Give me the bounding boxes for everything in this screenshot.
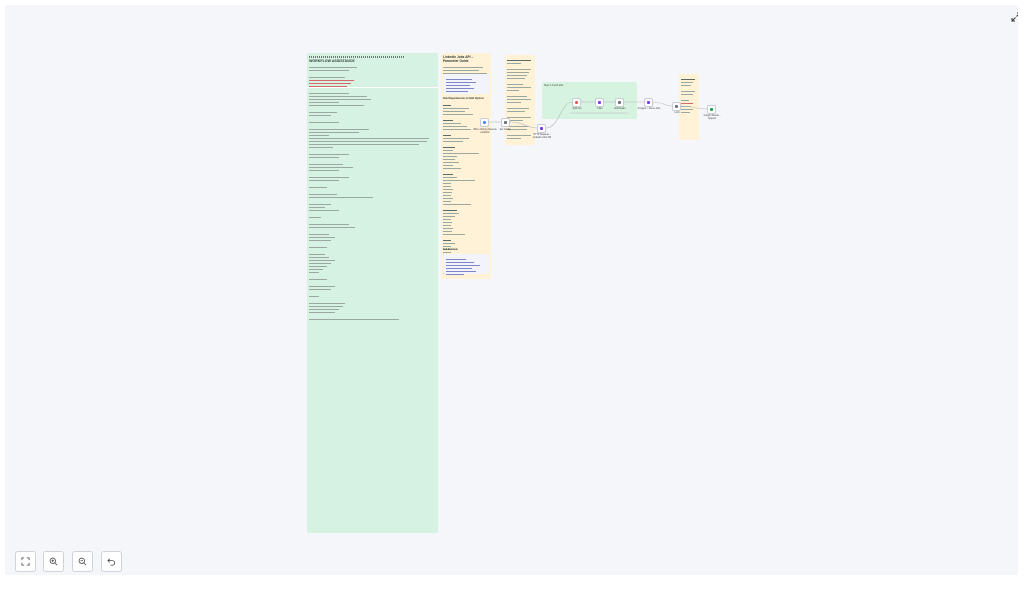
note-divider <box>307 87 438 88</box>
params-code-block <box>443 74 489 94</box>
sheets-icon <box>710 108 713 111</box>
note-text-block <box>309 65 369 89</box>
zoom-out-icon <box>78 557 87 566</box>
note-header-banner <box>309 56 404 58</box>
params-example-code <box>443 254 489 275</box>
trigger-icon <box>483 121 486 124</box>
note-body-text <box>309 91 434 322</box>
expand-icon[interactable] <box>1011 12 1018 22</box>
node-manual-trigger[interactable] <box>480 118 489 127</box>
zoom-out-button[interactable] <box>72 551 93 572</box>
node-http-request[interactable] <box>537 124 546 133</box>
limit-icon <box>675 105 678 108</box>
node-set-config[interactable] <box>501 118 510 127</box>
workflow-canvas[interactable]: WORKFLOW ASSISTANCE <box>5 5 1018 575</box>
node-label: HTTP Request – LinkedIn Jobs API <box>532 134 552 139</box>
node-label: Split Out <box>572 108 582 110</box>
params-example-heading: Full Example <box>443 248 458 251</box>
node-ai-agent[interactable] <box>644 98 653 107</box>
filter-icon <box>598 101 601 104</box>
node-filter[interactable] <box>595 98 604 107</box>
note-step-3[interactable] <box>679 74 699 140</box>
pencil-icon <box>504 121 507 124</box>
node-limit[interactable] <box>672 102 681 111</box>
fit-view-button[interactable] <box>15 551 36 572</box>
node-label: When clicking 'Execute workflow' <box>473 129 497 134</box>
undo-icon <box>107 558 116 566</box>
node-split-out[interactable] <box>572 98 581 107</box>
zoom-in-icon <box>49 557 58 566</box>
group-label: Step 2: Fetch jobs <box>544 84 564 87</box>
step3-text <box>681 77 695 115</box>
params-title: LinkedIn Jobs API – Parameter Guide <box>443 55 474 63</box>
note-title: WORKFLOW ASSISTANCE <box>309 59 355 63</box>
note-workflow-assistance[interactable]: WORKFLOW ASSISTANCE <box>307 53 438 533</box>
params-section-heading: Field Dependencies & Valid Options <box>443 97 484 100</box>
globe-icon <box>540 127 543 130</box>
split-icon <box>575 101 578 104</box>
node-label: Google Sheets – Append <box>703 115 721 120</box>
note-parameter-guide[interactable]: LinkedIn Jobs API – Parameter Guide Fiel… <box>441 53 491 279</box>
fit-view-icon <box>21 557 30 566</box>
node-label: AI Agent – Score Jobs <box>637 108 661 110</box>
edit-icon <box>618 101 621 104</box>
node-label: Edit Fields <box>614 108 626 110</box>
robot-icon <box>647 101 650 104</box>
node-label: Filter <box>597 108 603 110</box>
undo-button[interactable] <box>101 551 122 572</box>
node-label: Limit <box>674 112 680 114</box>
node-edit-fields[interactable] <box>615 98 624 107</box>
zoom-in-button[interactable] <box>43 551 64 572</box>
params-intro <box>443 65 487 76</box>
node-label: Set Config <box>499 129 511 131</box>
node-google-sheets[interactable] <box>707 105 716 114</box>
